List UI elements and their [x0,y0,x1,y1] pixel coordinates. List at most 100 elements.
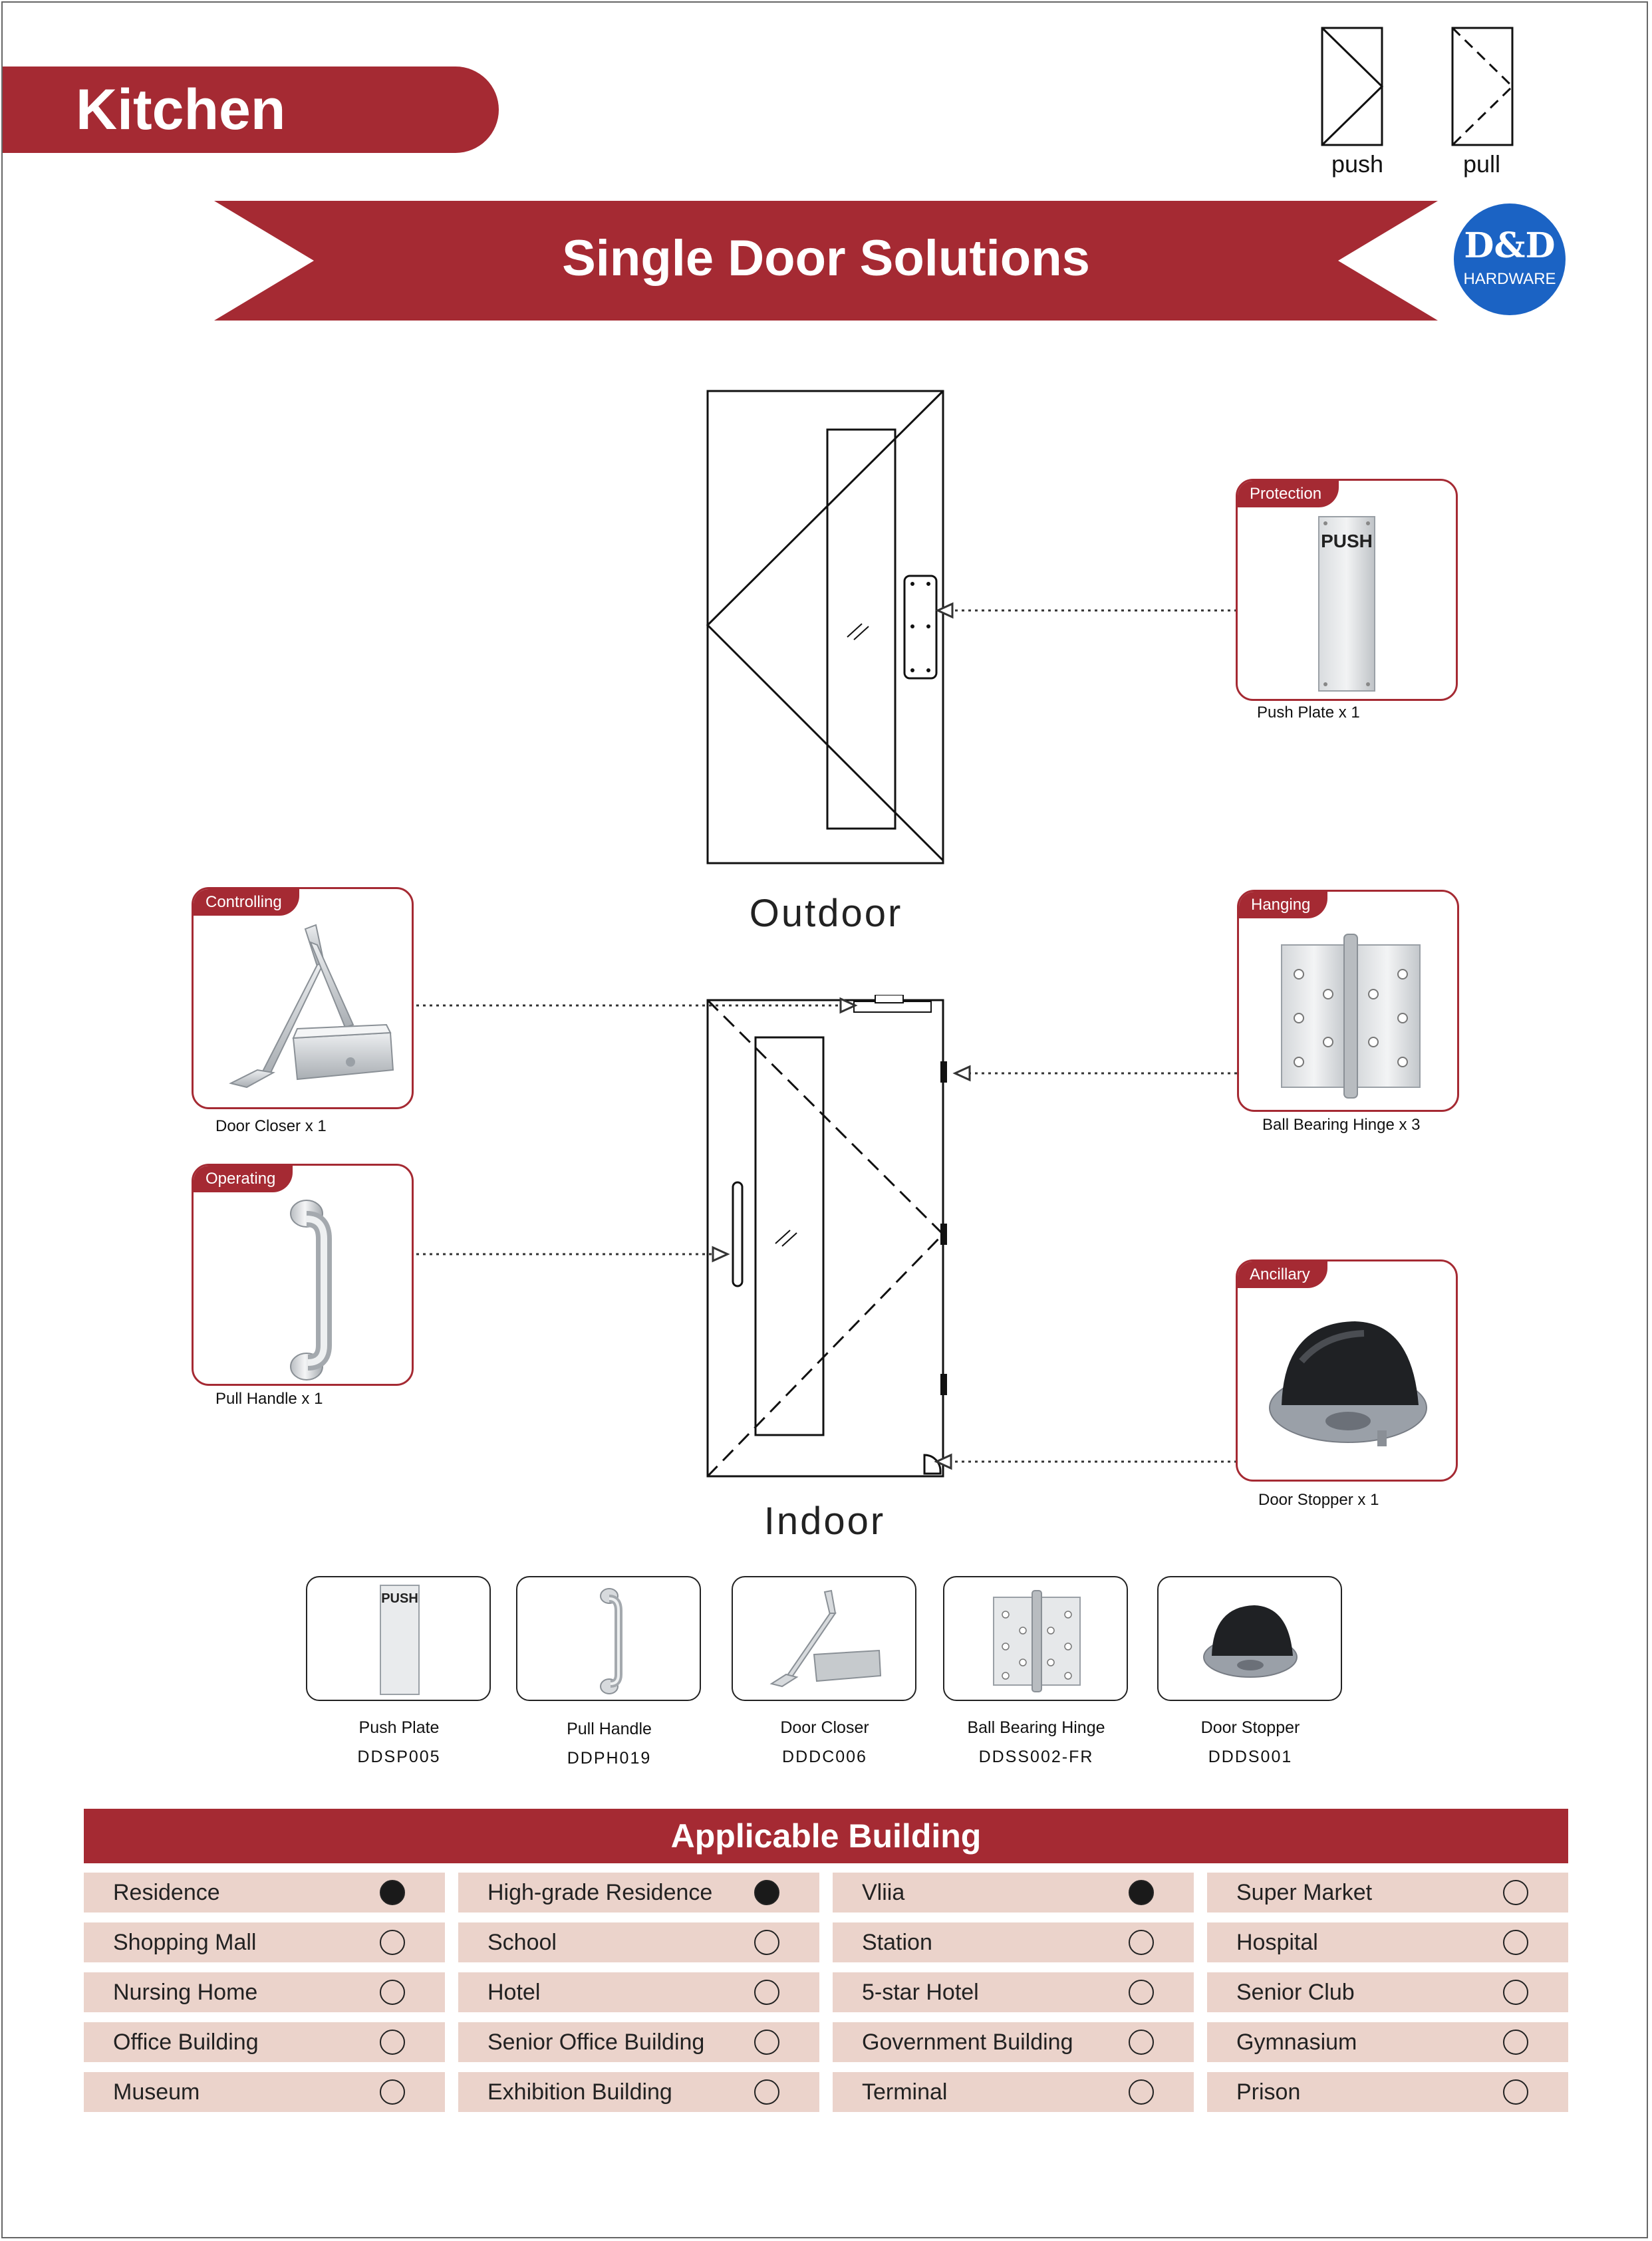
callout-hanging: Hanging [1237,890,1459,1112]
callout-tag-hanging: Hanging [1239,892,1328,918]
callout-protection: Protection PUSH [1236,479,1458,701]
building-label: Vliia [862,1880,905,1905]
callout-ancillary: Ancillary [1236,1259,1458,1482]
building-option-senior-office-building: Senior Office Building [458,2022,819,2062]
pull-legend-icon [1451,27,1514,146]
building-option-museum: Museum [84,2072,445,2112]
building-option-hospital: Hospital [1207,1922,1568,1962]
hinge-thumb [993,1590,1081,1692]
product-card-door-stopper[interactable] [1157,1576,1342,1701]
callout-tag-controlling: Controlling [194,889,299,916]
building-label: School [487,1930,557,1955]
logo-subtitle: HARDWARE [1463,270,1556,288]
building-radio[interactable] [754,2030,779,2055]
building-radio[interactable] [1503,2079,1528,2105]
door-stopper-image [1269,1321,1427,1446]
building-option-5-star-hotel: 5-star Hotel [833,1972,1194,2012]
building-label: Gymnasium [1236,2030,1357,2055]
building-label: Exhibition Building [487,2079,672,2105]
building-option-shopping-mall: Shopping Mall [84,1922,445,1962]
product-card-push-plate[interactable]: PUSH [306,1576,491,1701]
building-option-residence: Residence [84,1873,445,1912]
legend-push-label: push [1331,150,1384,178]
product-code-hinge: DDSS002-FR [978,1748,1094,1766]
callout-tag-ancillary: Ancillary [1238,1261,1327,1288]
building-radio[interactable] [1503,2030,1528,2055]
building-radio[interactable] [754,2079,779,2105]
building-radio[interactable] [1129,2030,1154,2055]
push-plate-thumb: PUSH [380,1585,420,1695]
building-option-gymnasium: Gymnasium [1207,2022,1568,2062]
building-radio[interactable] [1129,1930,1154,1955]
product-card-hinge[interactable] [943,1576,1128,1701]
building-radio[interactable] [1503,1980,1528,2005]
building-label: Prison [1236,2079,1301,2105]
building-radio[interactable] [754,1880,779,1905]
applicable-building-title: Applicable Building [670,1817,982,1855]
indoor-label: Indoor [763,1500,886,1543]
legend-pull-label: pull [1463,150,1501,178]
page-title: Kitchen [76,78,286,142]
hinge-marker-top [940,1061,947,1083]
door-closer-image [229,924,394,1089]
push-plate-thumb-text: PUSH [381,1591,418,1606]
building-label: Senior Office Building [487,2030,705,2055]
banner-ribbon [214,201,1438,321]
push-legend-icon [1321,27,1384,146]
building-radio[interactable] [380,1880,405,1905]
product-code-door-stopper: DDDS001 [1208,1748,1293,1766]
building-label: Nursing Home [113,1980,258,2005]
product-code-door-closer: DDDC006 [782,1748,867,1766]
building-option-prison: Prison [1207,2072,1568,2112]
building-radio[interactable] [380,1980,405,2005]
building-label: High-grade Residence [487,1880,713,1905]
indoor-door-diagram [706,995,947,1478]
building-radio[interactable] [1129,1980,1154,2005]
product-card-door-closer[interactable] [732,1576,916,1701]
building-label: Hospital [1236,1930,1318,1955]
building-radio[interactable] [380,2079,405,2105]
callout-operating: Operating [192,1164,414,1386]
callout-controlling: Controlling [192,887,414,1109]
product-code-pull-handle: DDPH019 [567,1749,652,1768]
building-label: Station [862,1930,932,1955]
product-name-pull-handle: Pull Handle [567,1720,652,1738]
callout-tag-operating: Operating [194,1166,293,1192]
push-plate-marker [903,575,938,680]
outdoor-door-diagram [706,390,944,864]
brand-logo: D&D HARDWARE [1454,203,1566,315]
building-label: Government Building [862,2030,1073,2055]
building-radio[interactable] [754,1980,779,2005]
building-label: Terminal [862,2079,948,2105]
building-radio[interactable] [1503,1880,1528,1905]
building-option-super-market: Super Market [1207,1873,1568,1912]
building-option-terminal: Terminal [833,2072,1194,2112]
building-label: Shopping Mall [113,1930,257,1955]
building-radio[interactable] [1129,2079,1154,2105]
logo-mark: D&D [1464,225,1556,266]
building-label: Senior Club [1236,1980,1355,2005]
push-plate-image: PUSH [1318,516,1375,692]
building-radio[interactable] [380,1930,405,1955]
product-card-pull-handle[interactable] [516,1576,701,1701]
pull-handle-image [290,1200,332,1381]
building-radio[interactable] [380,2030,405,2055]
building-option-station: Station [833,1922,1194,1962]
building-option-government-building: Government Building [833,2022,1194,2062]
caption-push-plate: Push Plate x 1 [1257,704,1360,722]
pull-handle-thumb [600,1588,622,1694]
banner-title: Single Door Solutions [562,230,1090,287]
building-radio[interactable] [1129,1880,1154,1905]
building-radio[interactable] [1503,1930,1528,1955]
hinge-marker-middle [940,1224,947,1245]
building-option-office-building: Office Building [84,2022,445,2062]
building-option-hotel: Hotel [458,1972,819,2012]
building-radio[interactable] [754,1930,779,1955]
caption-pull-handle: Pull Handle x 1 [215,1390,323,1408]
kitchen-tab [3,66,499,153]
building-option-school: School [458,1922,819,1962]
outdoor-label: Outdoor [749,892,903,935]
